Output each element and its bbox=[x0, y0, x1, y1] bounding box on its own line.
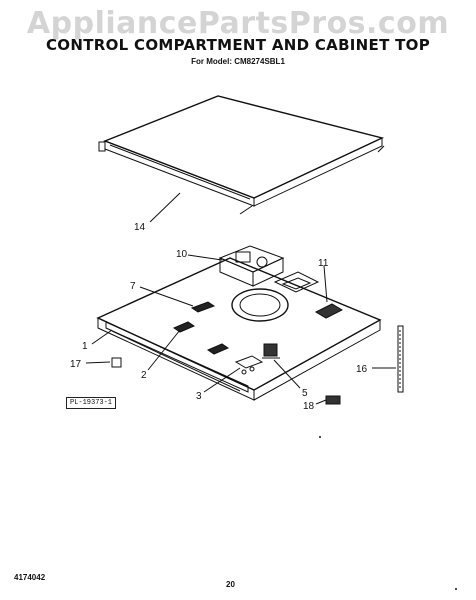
callout-11: 11 bbox=[318, 258, 329, 269]
control-compartment-base bbox=[96, 257, 382, 401]
callout-1: 1 bbox=[82, 341, 88, 352]
watermark: AppliancePartsPros.com bbox=[26, 6, 450, 41]
cabinet-top-panel bbox=[98, 95, 385, 215]
plate-label: PL-19373-1 bbox=[66, 397, 117, 409]
part-7-switch bbox=[190, 301, 216, 313]
callout-2: 2 bbox=[141, 370, 147, 381]
part-2-switch bbox=[172, 321, 196, 333]
page-number: 20 bbox=[226, 580, 235, 589]
part-18-connector bbox=[325, 395, 341, 405]
callout-14: 14 bbox=[134, 222, 146, 233]
part-switch-center bbox=[206, 343, 230, 355]
leader-lines bbox=[85, 192, 396, 405]
part-11-switch bbox=[314, 303, 344, 319]
callout-18: 18 bbox=[303, 401, 315, 412]
part-17-plug bbox=[111, 357, 122, 368]
callout-10: 10 bbox=[176, 249, 188, 260]
model-subtitle: For Model: CM8274SBL1 bbox=[191, 57, 285, 66]
part-5-relay bbox=[262, 343, 280, 359]
callout-17: 17 bbox=[70, 359, 82, 370]
page-title: CONTROL COMPARTMENT AND CABINET TOP bbox=[45, 36, 431, 54]
callout-3: 3 bbox=[196, 391, 202, 402]
doc-number: 4174042 bbox=[14, 573, 46, 582]
part-10-bracket bbox=[218, 245, 285, 287]
callout-7: 7 bbox=[130, 281, 136, 292]
part-3-plate bbox=[234, 355, 264, 375]
callout-16: 16 bbox=[356, 364, 368, 375]
callout-5: 5 bbox=[302, 388, 308, 399]
part-16-strip bbox=[397, 325, 404, 393]
